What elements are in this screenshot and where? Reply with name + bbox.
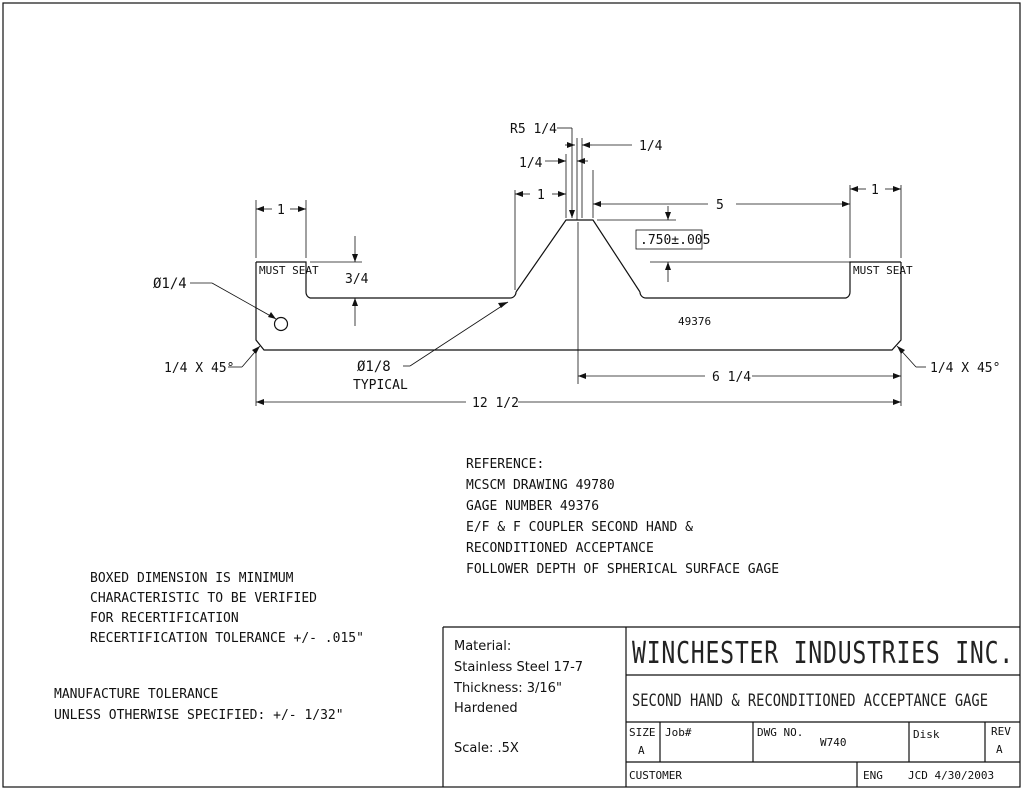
radius-dim: R5 1/4 (510, 122, 557, 137)
eng-value: JCD 4/30/2003 (908, 769, 994, 782)
one-mid-dim: 1 (537, 188, 545, 203)
material-label: Material: (454, 639, 511, 654)
reference-line: MCSCM DRAWING 49780 (466, 478, 615, 493)
disk-label: Disk (913, 728, 940, 741)
typical-label: TYPICAL (353, 378, 408, 393)
reference-line: REFERENCE: (466, 457, 544, 472)
company-name: WINCHESTER INDUSTRIES INC. (632, 636, 1014, 671)
hardened-value: Hardened (454, 701, 518, 716)
tolerance-line: MANUFACTURE TOLERANCE (54, 687, 218, 702)
hole-circle (273, 316, 289, 332)
must-seat-left-label: MUST SEAT (259, 264, 319, 277)
rev-label: REV (991, 725, 1011, 738)
customer-label: CUSTOMER (629, 769, 682, 782)
reference-line: GAGE NUMBER 49376 (466, 499, 599, 514)
boxed-note-line: BOXED DIMENSION IS MINIMUM (90, 571, 294, 586)
title-block (442, 626, 1020, 787)
dwg-value: W740 (820, 736, 847, 749)
dwg-label: DWG NO. (757, 726, 803, 739)
must-seat-right-label: MUST SEAT (853, 264, 913, 277)
chamfer-left-dim: 1/4 X 45° (164, 361, 234, 376)
size-value: A (638, 744, 645, 757)
boxed-dim-frame (635, 229, 703, 250)
drawing-title: SECOND HAND & RECONDITIONED ACCEPTANCE G… (632, 691, 988, 711)
job-label: Job# (665, 726, 692, 739)
boxed-note-line: FOR RECERTIFICATION (90, 611, 239, 626)
tolerance-note: MANUFACTURE TOLERANCE UNLESS OTHERWISE S… (54, 687, 344, 723)
reference-line: RECONDITIONED ACCEPTANCE (466, 541, 654, 556)
quarter-left-dim: 1/4 (519, 156, 543, 171)
rev-value: A (996, 743, 1003, 756)
six-quarter-dim: 6 1/4 (712, 370, 751, 385)
one-left-dim: 1 (277, 203, 285, 218)
overall-dim: 12 1/2 (472, 396, 519, 411)
reference-line: E/F & F COUPLER SECOND HAND & (466, 520, 693, 535)
size-label: SIZE (629, 726, 656, 739)
boxed-dimension-note: BOXED DIMENSION IS MINIMUM CHARACTERISTI… (90, 571, 364, 646)
reference-note: REFERENCE: MCSCM DRAWING 49780 GAGE NUMB… (466, 457, 779, 577)
reference-line: FOLLOWER DEPTH OF SPHERICAL SURFACE GAGE (466, 562, 779, 577)
quarter-right-dim: 1/4 (639, 139, 663, 154)
part-number-label: 49376 (678, 315, 711, 328)
thickness-value: Thickness: 3/16" (453, 681, 562, 696)
tolerance-line: UNLESS OTHERWISE SPECIFIED: +/- 1/32" (54, 708, 344, 723)
hole-dim: Ø1/4 (153, 276, 187, 292)
eng-label: ENG (863, 769, 883, 782)
dimension-lines (190, 127, 926, 406)
boxed-note-line: RECERTIFICATION TOLERANCE +/- .015" (90, 631, 364, 646)
scale-value: Scale: .5X (454, 741, 519, 756)
chamfer-right-dim: 1/4 X 45° (930, 361, 1000, 376)
one-right-dim: 1 (871, 183, 879, 198)
three-quarter-dim: 3/4 (345, 272, 369, 287)
boxed-dim: .750±.005 (640, 233, 710, 248)
notch-dim: Ø1/8 (357, 359, 391, 375)
boxed-note-line: CHARACTERISTIC TO BE VERIFIED (90, 591, 317, 606)
material-value: Stainless Steel 17-7 (454, 660, 583, 675)
five-dim: 5 (716, 198, 724, 213)
